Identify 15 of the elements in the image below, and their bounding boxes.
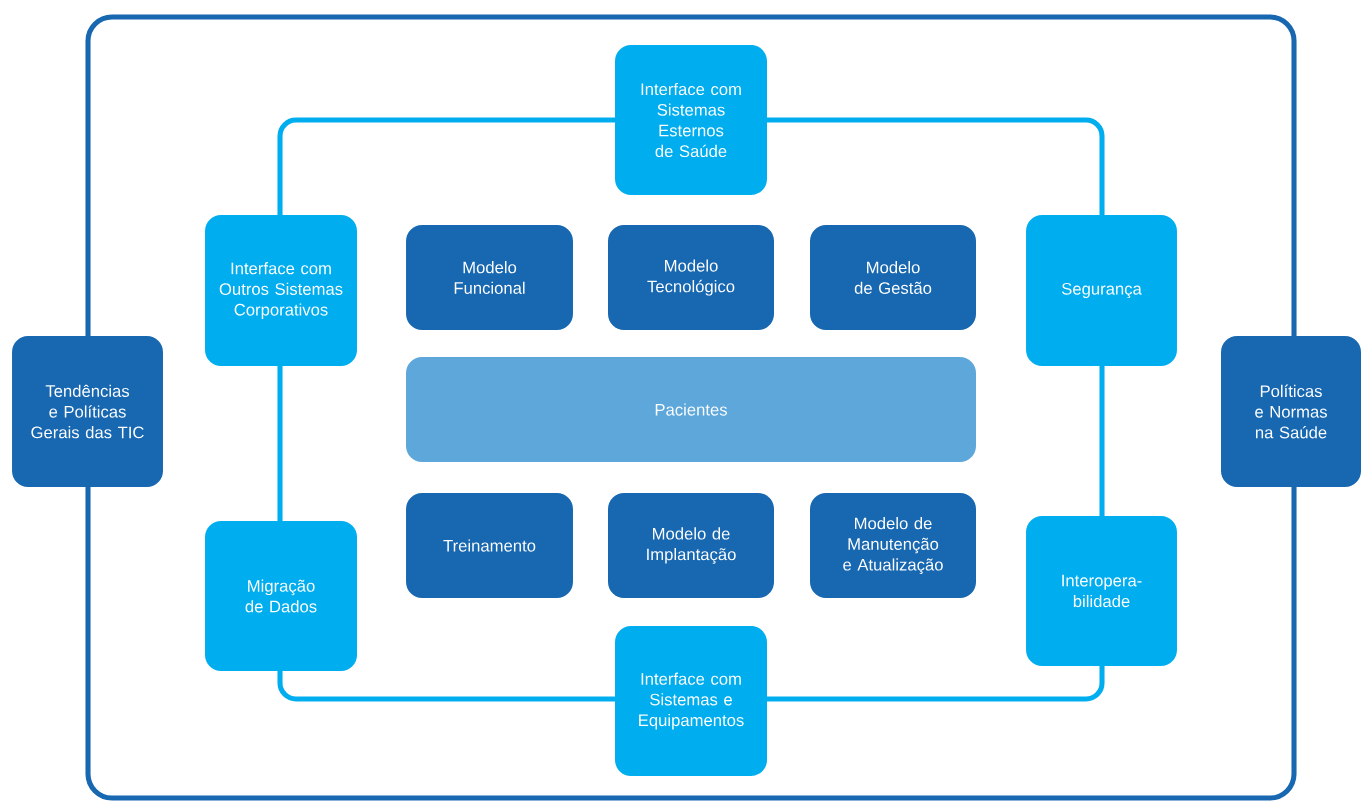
process-box: Modelo de Manutenção e Atualização (810, 492, 976, 599)
process-box: Pacientes (406, 356, 976, 463)
process-box: Treinamento (406, 492, 573, 599)
process-box: Interface com Sistemas Esternos de Saúde (615, 45, 767, 195)
process-box: Interopera-bilidade (1026, 516, 1177, 666)
process-box: Modelo Funcional (406, 224, 573, 331)
process-box: Segurança (1026, 215, 1177, 366)
process-box: Modelo de Gestão (810, 224, 976, 331)
process-box: Interface com Outros Sistemas Corporativos (205, 215, 357, 366)
process-box: Modelo Tecnológico (608, 224, 774, 331)
process-box: Tendências e Políticas Gerais das TIC (12, 336, 163, 487)
process-box: Migração de Dados (205, 521, 357, 671)
process-box: Políticas e Normas na Saúde (1221, 336, 1361, 487)
process-box: Modelo de Implantação (608, 492, 774, 599)
process-box: Interface com Sistemas e Equipamentos (615, 626, 767, 776)
